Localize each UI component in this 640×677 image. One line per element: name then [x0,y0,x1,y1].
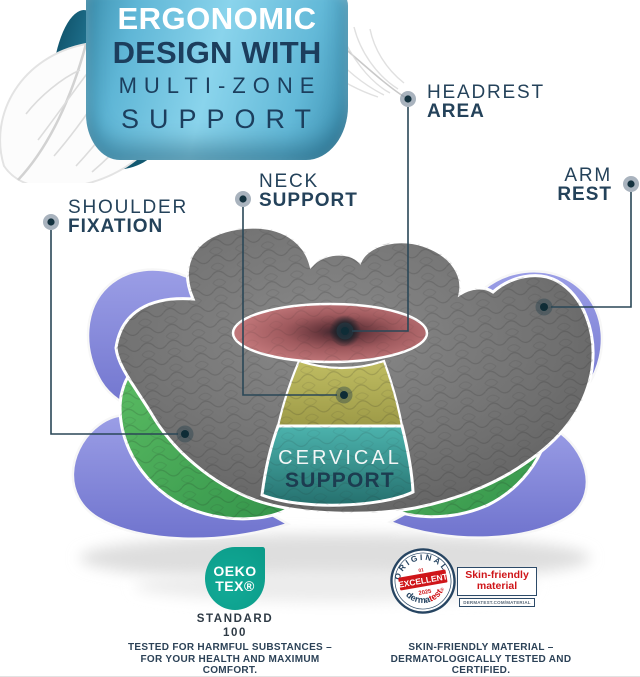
skin-friendly-line2: material [476,580,518,592]
callout-arm-line2: REST [557,184,612,205]
dermatest-small-text: DERMATEST.COM/MATERIAL [459,598,535,607]
callout-dots [43,91,639,443]
seal-year: 2025 [418,589,433,597]
cervical-label-line2: SUPPORT [285,469,395,492]
cervical-support-label: CERVICAL SUPPORT [262,447,418,493]
callout-arm-rest: ARM REST [520,165,612,205]
callout-shoulder-line2: FIXATION [68,216,164,237]
oeko-caption-line3: COMFORT. [202,665,258,676]
oeko-tex-badge: OEKO TEX® [205,547,265,610]
banner-title-line1: ERGONOMIC [117,1,317,36]
skin-friendly-line1: Skin-friendly [465,569,529,581]
callout-arm-line1: ARM [564,165,612,186]
callout-headrest-line2: AREA [427,101,485,122]
callout-neck-line1: NECK [259,171,319,192]
callout-neck-line2: SUPPORT [259,190,358,211]
banner-title-line3: MULTI-ZONE [118,73,322,98]
callout-headrest: HEADREST AREA [427,82,545,122]
skin-friendly-label: Skin-friendly material DERMATEST.COM/MAT… [457,567,537,607]
headrest-zone [231,302,429,364]
callout-shoulder: SHOULDER FIXATION [68,197,188,237]
banner-title-line2: DESIGN WITH [112,35,322,70]
dermatest-caption-line1: SKIN-FRIENDLY MATERIAL – [408,642,554,653]
cervical-label-line1: CERVICAL [278,447,402,469]
oeko-caption: TESTED FOR HARMFUL SUBSTANCES – FOR YOUR… [95,642,365,677]
dermatest-caption-line3: CERTIFIED. [451,665,511,676]
callout-lines [50,107,632,435]
oeko-logo-line1: OEKO [213,562,257,579]
seal-number: 01 [418,567,425,574]
ribbon-banner: ERGONOMIC DESIGN WITH MULTI-ZONE SUPPORT [86,0,348,160]
callout-neck: NECK SUPPORT [259,171,358,211]
seal-reg-mark: ® [438,585,446,593]
oeko-standard-line2: 100 [223,627,247,639]
dermatest-caption: SKIN-FRIENDLY MATERIAL – DERMATOLOGICALL… [352,642,610,677]
oeko-caption-line1: TESTED FOR HARMFUL SUBSTANCES – [128,642,332,653]
dermatest-caption-line2: DERMATOLOGICALLY TESTED AND [390,653,572,665]
oeko-caption-line2: FOR YOUR HEALTH AND MAXIMUM [140,653,320,665]
banner-title-line4: SUPPORT [120,104,322,134]
callout-headrest-line1: HEADREST [427,82,545,103]
dermatest-seal: ORIGINAL 01 EXCELLENT 2025 dermatest® [389,548,456,614]
oeko-standard-line1: STANDARD [196,613,274,625]
oeko-logo-line2: TEX® [215,577,255,594]
callout-shoulder-line1: SHOULDER [68,197,188,218]
oeko-standard-text: STANDARD 100 [170,612,300,640]
